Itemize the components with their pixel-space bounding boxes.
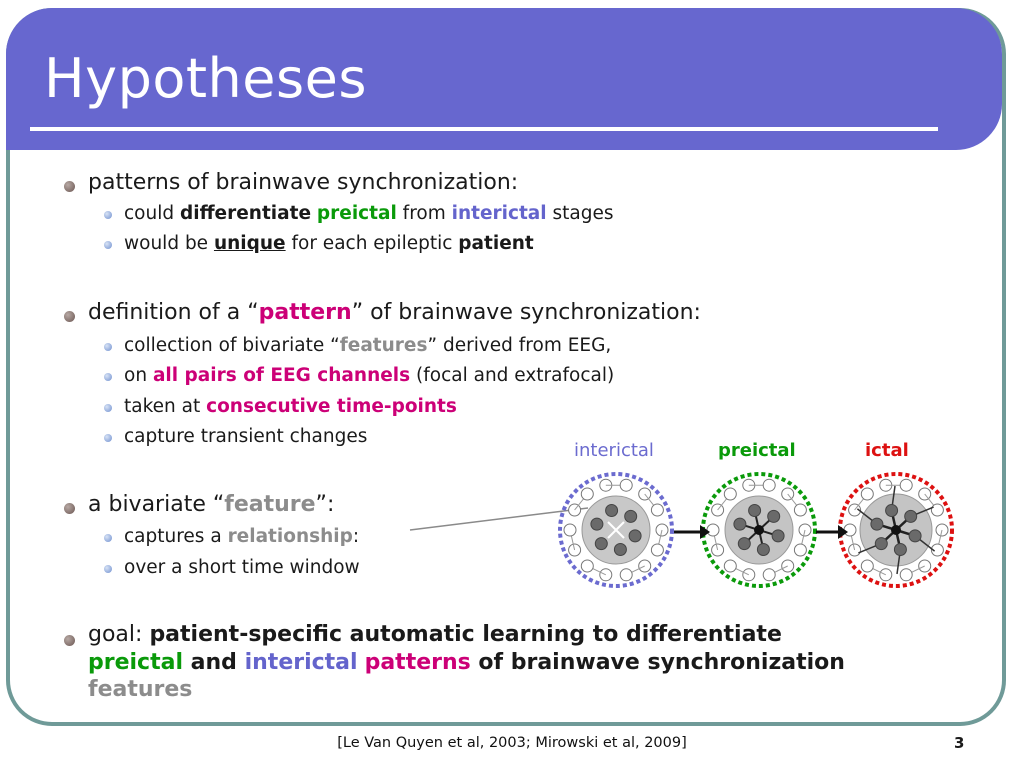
bullet-dot xyxy=(104,241,112,249)
channel-node xyxy=(930,503,944,517)
bullet-2-3: taken at consecutive time-points xyxy=(124,396,457,417)
label-preictal: preictal xyxy=(718,440,796,461)
focal-node xyxy=(771,529,785,543)
bullet-4-line-1: goal: patient-specific automatic learnin… xyxy=(88,622,782,647)
bullet-3-2: over a short time window xyxy=(124,557,360,578)
channel-node xyxy=(650,503,664,517)
sync-link xyxy=(607,521,625,539)
bullet-2-1: collection of bivariate “features” deriv… xyxy=(124,335,612,356)
bullet-dot xyxy=(64,181,75,192)
slide-number: 3 xyxy=(954,734,965,752)
channel-node xyxy=(619,568,633,582)
channel-node xyxy=(711,503,725,517)
label-ictal: ictal xyxy=(865,440,909,461)
bullet-dot xyxy=(104,343,112,351)
focal-node xyxy=(594,537,608,551)
arrow-head xyxy=(838,525,848,539)
channel-node xyxy=(930,543,944,557)
channel-node xyxy=(723,487,737,501)
channel-node xyxy=(843,523,857,537)
bullet-dot xyxy=(104,211,112,219)
channel-node xyxy=(899,478,913,492)
preictal-network xyxy=(701,472,817,588)
synchronization-diagram xyxy=(558,472,954,588)
channel-node xyxy=(563,523,577,537)
bullet-dot xyxy=(104,434,112,442)
channel-node xyxy=(706,523,720,537)
hub-node xyxy=(754,525,764,535)
focal-node xyxy=(737,537,751,551)
channel-node xyxy=(860,559,874,573)
bullet-4-line-2: preictal and interictal patterns of brai… xyxy=(88,650,845,675)
interictal-network xyxy=(558,472,674,588)
focal-node xyxy=(756,543,770,556)
focal-node xyxy=(904,509,918,523)
bullet-4-line-3: features xyxy=(88,677,193,702)
title-bar: Hypotheses xyxy=(6,8,1002,150)
channel-node xyxy=(568,503,582,517)
focal-node xyxy=(885,504,899,517)
title-underline xyxy=(30,127,938,131)
focal-node xyxy=(624,509,638,523)
focal-node xyxy=(605,504,619,517)
bullet-dot xyxy=(104,404,112,412)
focal-node xyxy=(590,517,604,531)
channel-node xyxy=(580,559,594,573)
channel-node xyxy=(580,487,594,501)
channel-node xyxy=(638,559,652,573)
bullet-2-2: on all pairs of EEG channels (focal and … xyxy=(124,365,615,386)
focal-node xyxy=(908,529,922,543)
bullet-1-2: would be unique for each epileptic patie… xyxy=(124,233,534,254)
channel-node xyxy=(781,559,795,573)
channel-node xyxy=(762,478,776,492)
bullet-3-1: captures a relationship: xyxy=(124,526,360,547)
channel-node xyxy=(899,568,913,582)
channel-node xyxy=(762,568,776,582)
slide-title: Hypotheses xyxy=(44,47,367,110)
ictal-network xyxy=(838,472,954,588)
focal-node xyxy=(767,509,781,523)
bullet-dot xyxy=(104,565,112,573)
focal-node xyxy=(870,517,884,531)
state-boundary xyxy=(558,472,674,588)
channel-node xyxy=(860,487,874,501)
citation: [Le Van Quyen et al, 2003; Mirowski et a… xyxy=(337,735,687,751)
bullet-2: definition of a “pattern” of brainwave s… xyxy=(88,300,701,325)
channel-node xyxy=(619,478,633,492)
arrow-head xyxy=(700,525,710,539)
focal-node xyxy=(874,537,888,551)
bullet-1: patterns of brainwave synchronization: xyxy=(88,170,519,195)
bullet-dot xyxy=(64,635,75,646)
channel-node xyxy=(723,559,737,573)
focal-node xyxy=(613,543,627,556)
bullet-3: a bivariate “feature”: xyxy=(88,492,335,517)
label-interictal: interictal xyxy=(574,440,654,461)
focal-node xyxy=(748,504,762,517)
transition-arrows xyxy=(674,525,848,539)
bullet-dot xyxy=(64,311,75,322)
bullet-dot xyxy=(104,534,112,542)
bullet-1-1: could differentiate preictal from interi… xyxy=(124,203,614,224)
channel-node xyxy=(793,503,807,517)
focal-node xyxy=(628,529,642,543)
channel-node xyxy=(793,543,807,557)
bullet-dot xyxy=(104,373,112,381)
bullet-2-4: capture transient changes xyxy=(124,426,368,447)
channel-node xyxy=(650,543,664,557)
bullet-dot xyxy=(64,503,75,514)
focal-node xyxy=(733,517,747,531)
hub-node xyxy=(891,525,901,535)
focal-node xyxy=(893,543,907,556)
